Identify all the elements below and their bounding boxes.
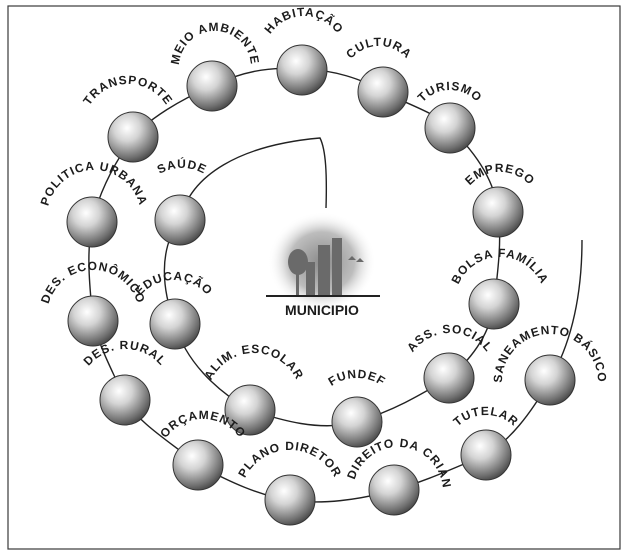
node-meio-ambiente <box>186 60 238 112</box>
node-fundef <box>331 396 383 448</box>
node-tutelar <box>460 429 512 481</box>
node-educacao <box>149 298 201 350</box>
node-direito-da-crianca <box>368 464 420 516</box>
node-des-economico <box>67 295 119 347</box>
municipio-emblem: MUNICIPIO <box>266 212 380 318</box>
node-transporte <box>107 111 159 163</box>
node-politica-urbana <box>66 196 118 248</box>
nodes <box>66 44 576 526</box>
label-saude: SAÚDE <box>155 156 209 177</box>
node-turismo <box>424 102 476 154</box>
node-plano-diretor <box>264 474 316 526</box>
node-orcamento <box>172 439 224 491</box>
center-label: MUNICIPIO <box>285 302 359 318</box>
node-bolsa-familia <box>468 278 520 330</box>
node-emprego <box>472 186 524 238</box>
node-cultura <box>357 66 409 118</box>
node-alim-escolar <box>224 384 276 436</box>
city-skyline-icon <box>288 238 364 295</box>
node-saneamento-basico <box>524 354 576 406</box>
node-des-rural <box>99 374 151 426</box>
node-habitacao <box>276 44 328 96</box>
node-saude <box>154 194 206 246</box>
node-ass-social <box>423 352 475 404</box>
label-fundef: FUNDEF <box>326 367 389 389</box>
